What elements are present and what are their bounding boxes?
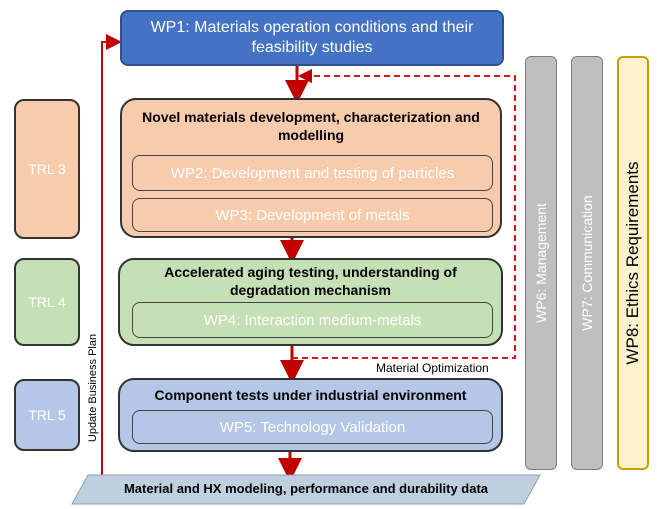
wp5-box: WP5: Technology Validation <box>132 410 493 444</box>
bottom-label: Material and HX modeling, performance an… <box>123 481 489 496</box>
wp8-label: WP8: Ethics Requirements <box>623 161 642 365</box>
wp1-label: WP1: Materials operation conditions and … <box>150 19 474 56</box>
wp5-label: WP5: Technology Validation <box>219 418 406 436</box>
aging-testing-title: Accelerated aging testing, understanding… <box>164 264 457 298</box>
trl-3-box: TRL 3 <box>14 99 80 239</box>
wp2-label: WP2: Development and testing of particle… <box>170 164 455 182</box>
materials-development-title: Novel materials development, characteriz… <box>142 109 480 143</box>
wp1-box: WP1: Materials operation conditions and … <box>120 10 504 66</box>
wp3-label: WP3: Development of metals <box>215 206 410 224</box>
wp7-label: WP7: Communication <box>579 195 595 331</box>
wp2-box: WP2: Development and testing of particle… <box>132 155 493 191</box>
aging-testing-group: Accelerated aging testing, understanding… <box>118 258 503 346</box>
wp6-bar: WP6: Management <box>525 56 557 470</box>
wp8-bar: WP8: Ethics Requirements <box>617 56 649 470</box>
materials-development-group: Novel materials development, characteriz… <box>120 98 502 238</box>
trl-5-box: TRL 5 <box>14 379 80 451</box>
wp4-label: WP4: Interaction medium-metals <box>203 311 422 329</box>
trl-5-label: TRL 5 <box>28 407 66 423</box>
wp6-label: WP6: Management <box>533 203 549 323</box>
trl-3-label: TRL 3 <box>28 161 66 177</box>
update-business-plan-label: Update Business Plan <box>87 333 99 443</box>
material-optimization-loop <box>292 68 516 359</box>
material-optimization-label: Material Optimization <box>376 361 489 375</box>
wp7-bar: WP7: Communication <box>571 56 603 470</box>
trl-4-label: TRL 4 <box>28 294 66 310</box>
component-tests-group: Component tests under industrial environ… <box>118 378 503 452</box>
wp3-box: WP3: Development of metals <box>132 198 493 232</box>
component-tests-title: Component tests under industrial environ… <box>154 387 467 403</box>
update-business-plan-loop <box>101 34 122 478</box>
trl-4-box: TRL 4 <box>14 258 80 346</box>
wp4-box: WP4: Interaction medium-metals <box>132 302 493 338</box>
